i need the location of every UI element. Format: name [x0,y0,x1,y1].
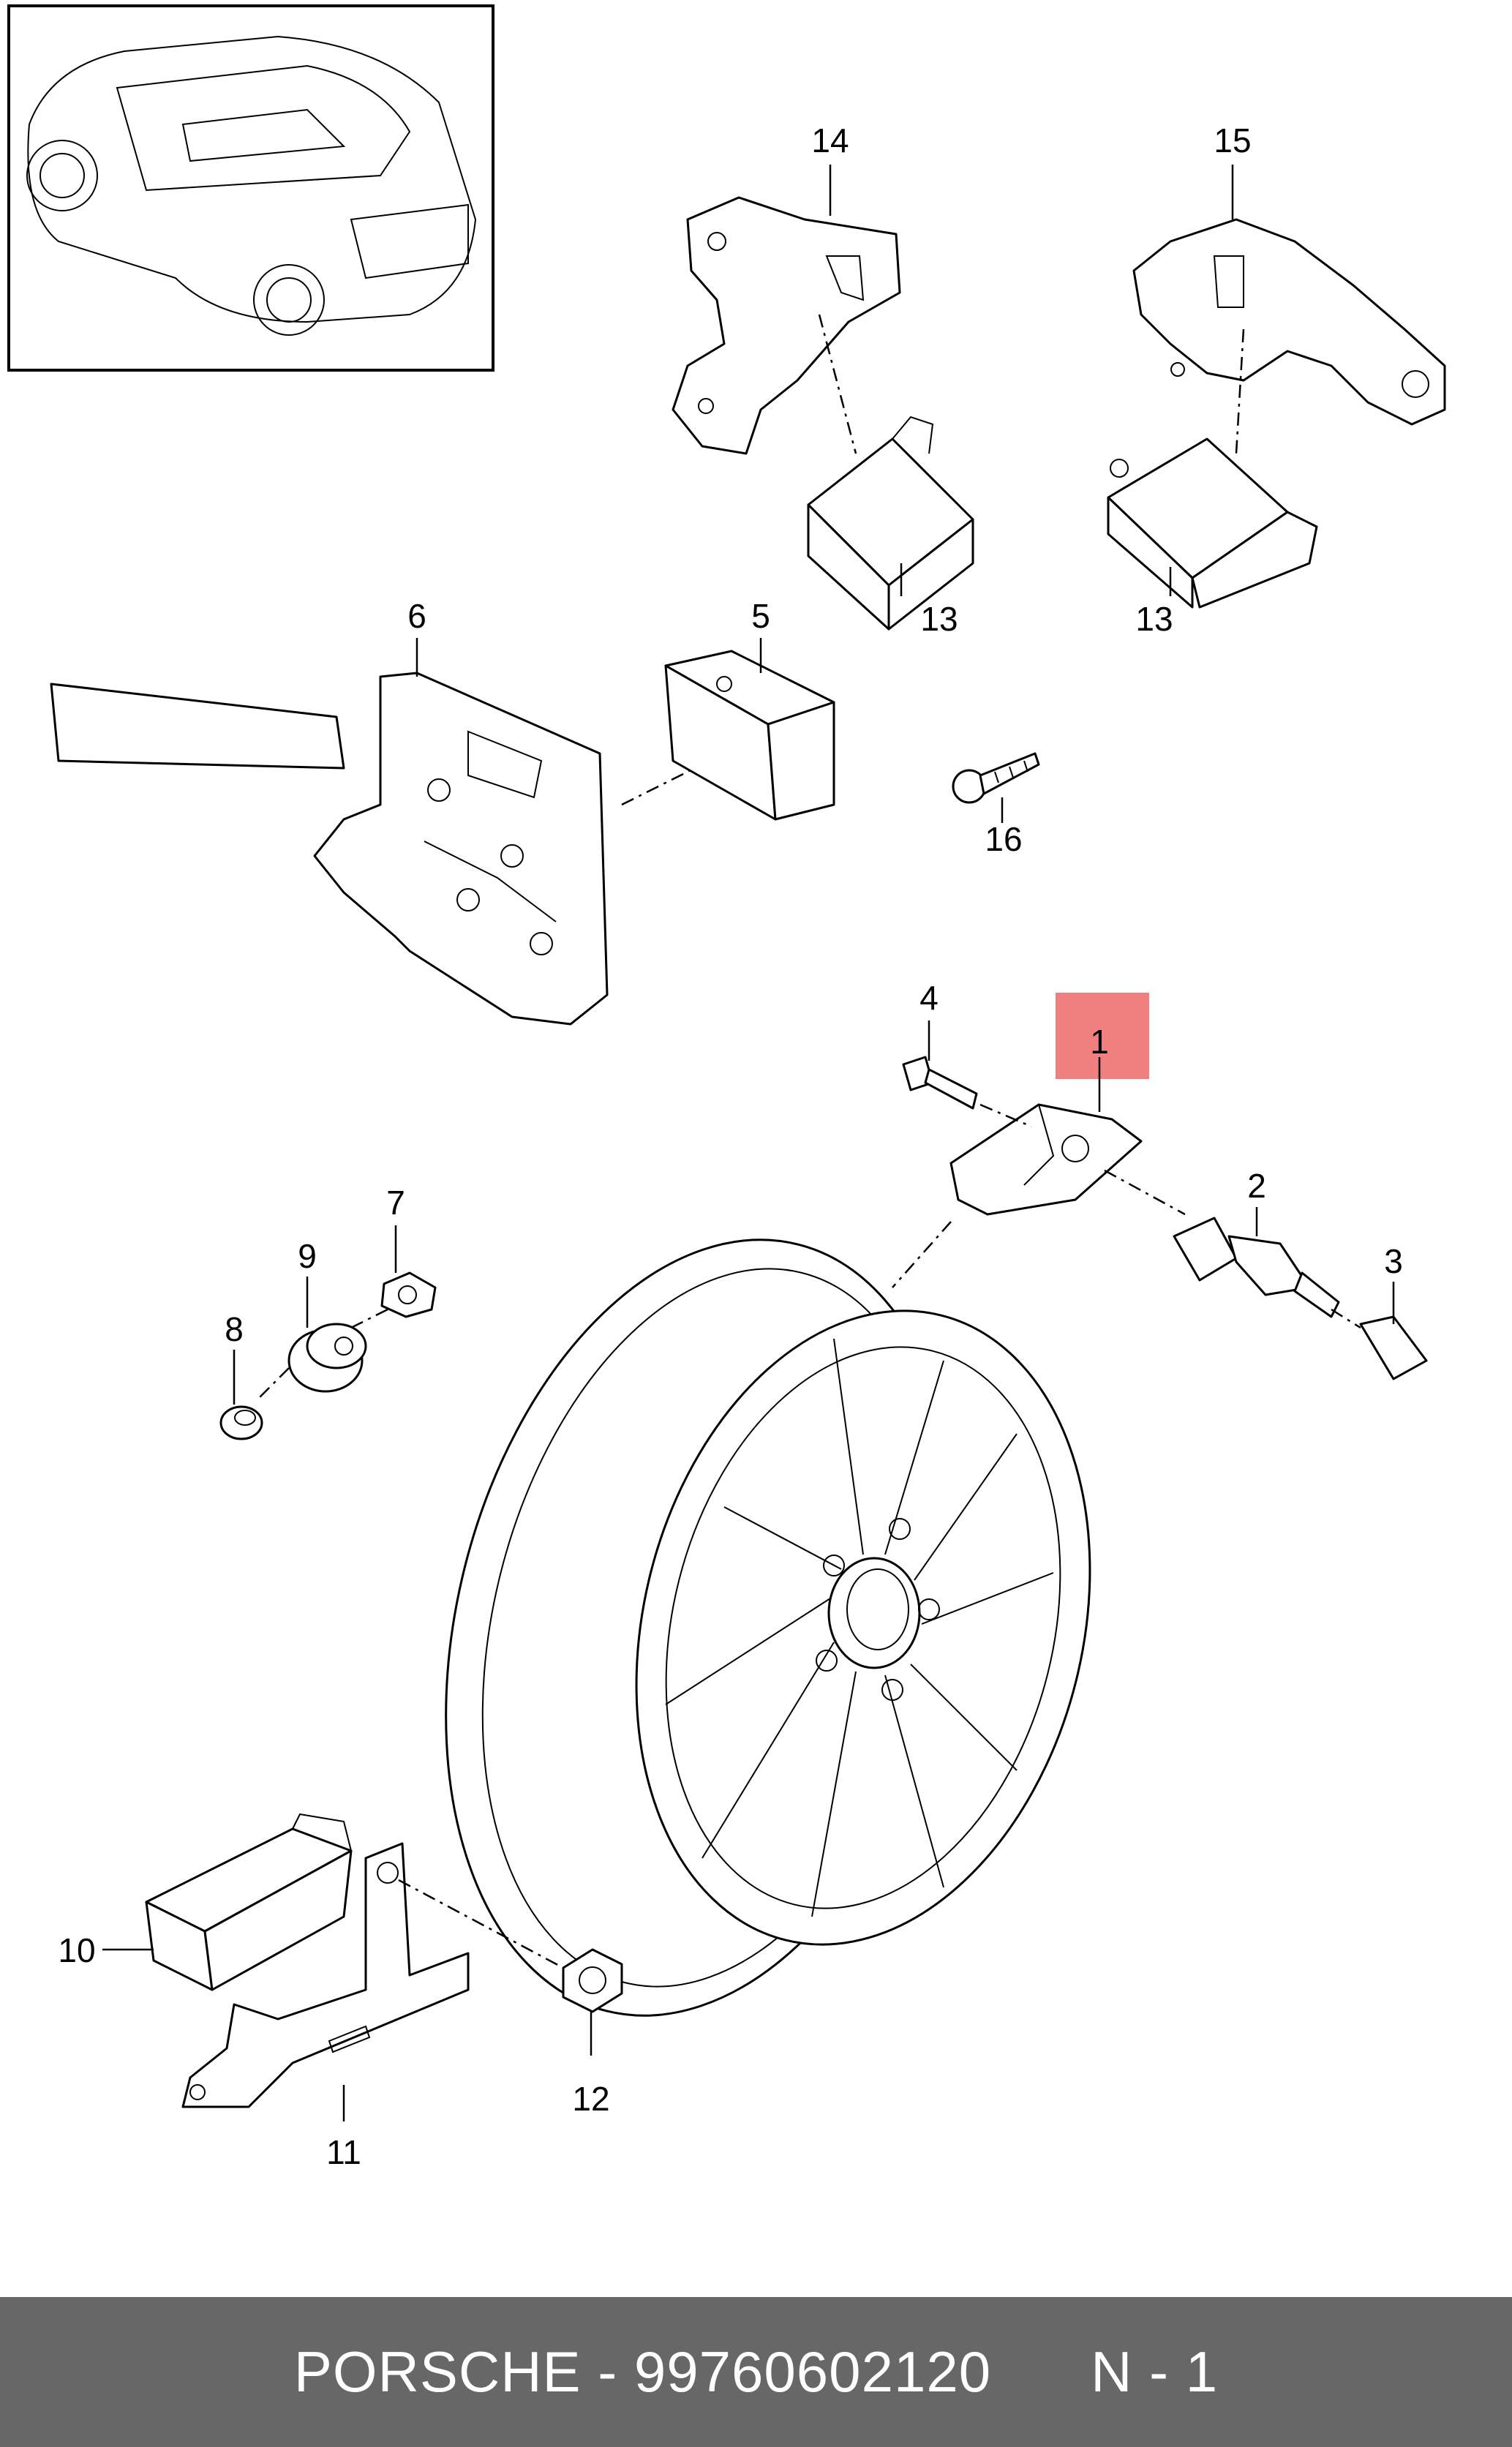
part-13-module-right [1107,437,1318,609]
callout-7: 7 [386,1184,405,1222]
callout-15: 15 [1214,121,1251,159]
callout-5: 5 [751,597,770,635]
callout-6: 6 [407,597,426,635]
footer-part-number: 99760602120 [633,2339,992,2404]
callout-3: 3 [1384,1242,1403,1280]
part-8-stud [219,1405,263,1440]
callout-4: 4 [919,979,939,1017]
part-14-bracket [672,196,901,455]
part-16-screw [952,752,1040,804]
callout-8: 8 [225,1310,244,1348]
part-1-tpms-sensor [949,1103,1143,1216]
parts-diagram: 14 15 13 13 6 5 16 4 1 2 3 7 9 8 10 11 1… [7,4,1446,2171]
part-10-module [145,1813,353,1991]
footer-separator: - [581,2339,634,2404]
part-5-receiver-module [664,650,835,821]
callout-highlight-1 [1056,993,1149,1079]
footer-suffix: N - 1 [1091,2339,1219,2404]
wheel-rim [445,1238,1091,2017]
callout-10: 10 [58,1931,95,1969]
part-13-module-left [807,416,974,631]
callout-12: 12 [572,2080,609,2118]
vehicle-thumbnail [7,4,494,372]
footer-bar: PORSCHE - 99760602120 N - 1 [0,2297,1512,2447]
leader-lines [102,165,1395,2121]
part-2-valve-stem [1173,1217,1340,1318]
part-3-valve-cap [1359,1315,1428,1380]
footer-gap [991,2339,1091,2405]
callout-11: 11 [326,2133,361,2171]
part-12-nut [562,1948,623,2013]
footer-brand: PORSCHE [293,2339,582,2404]
part-4-bolt [902,1056,978,1110]
callout-14: 14 [811,121,849,159]
callout-13-left: 13 [920,600,958,638]
part-9-grommet [287,1323,367,1393]
callout-2: 2 [1247,1167,1266,1205]
part-6-control-unit-bracket [50,672,609,1026]
callout-13-right: 13 [1135,600,1173,638]
part-11-bracket [181,1842,470,2108]
callout-1: 1 [1090,1023,1109,1061]
part-15-bracket [1132,218,1446,426]
part-7-nut [380,1271,437,1318]
callout-16: 16 [985,820,1022,858]
callout-9: 9 [298,1237,317,1275]
